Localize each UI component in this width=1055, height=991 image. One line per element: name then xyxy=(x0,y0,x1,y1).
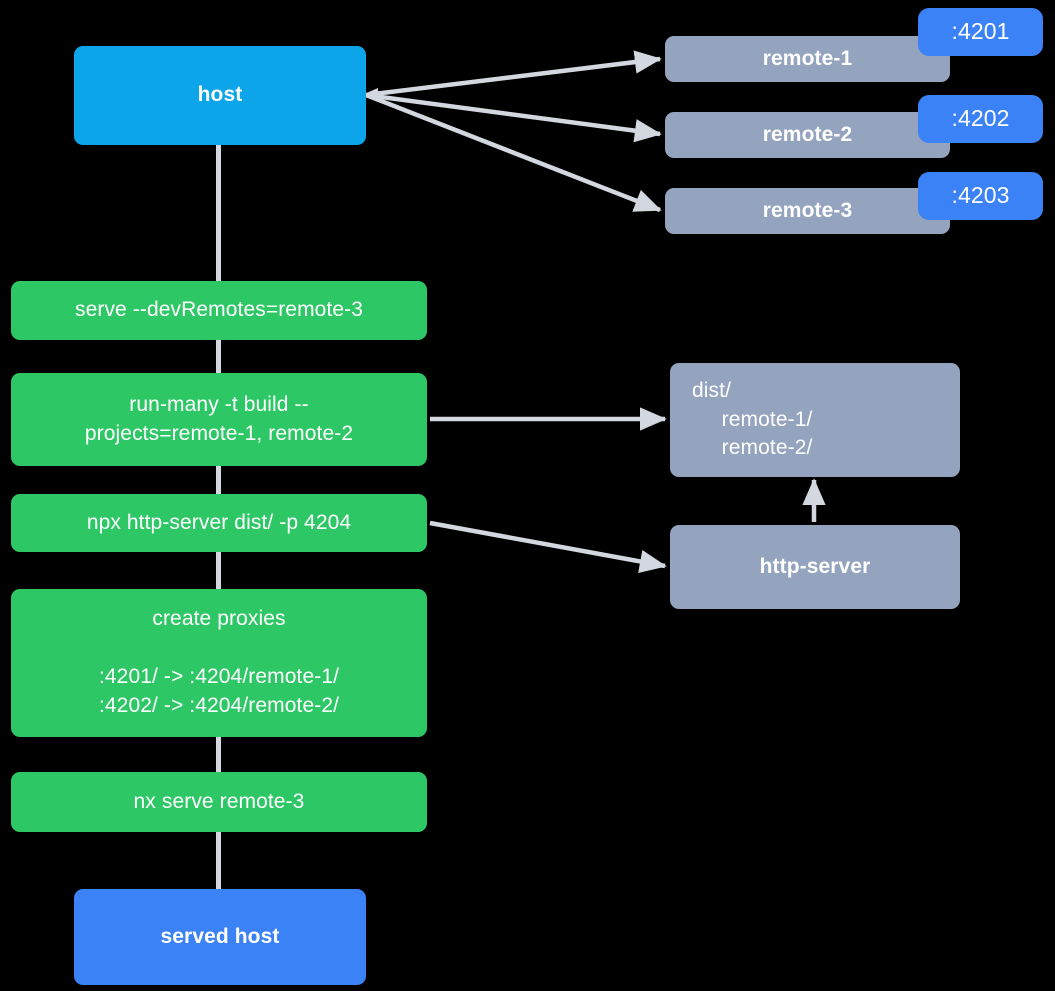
node-command-run-many-build-label: run-many -t build -- projects=remote-1, … xyxy=(84,392,354,445)
node-remote-2-label: remote-2 xyxy=(762,122,853,146)
edge-host-to-remote-2 xyxy=(365,92,662,143)
node-remote-3-label: remote-3 xyxy=(762,198,853,222)
badge-port-remote-2[interactable]: :4202 xyxy=(918,95,1043,143)
badge-port-remote-1[interactable]: :4201 xyxy=(918,8,1043,56)
node-served-host-label: served host xyxy=(160,924,280,948)
node-command-nx-serve-remote-3[interactable]: nx serve remote-3 xyxy=(11,772,427,832)
node-command-serve-dev-remotes[interactable]: serve --devRemotes=remote-3 xyxy=(11,281,427,340)
badge-port-remote-1-label: :4201 xyxy=(951,18,1010,45)
node-dist-folder[interactable]: dist/ remote-1/ remote-2/ xyxy=(670,363,960,477)
node-remote-2[interactable]: remote-2 xyxy=(665,112,950,158)
node-host-label: host xyxy=(197,83,243,107)
node-command-nx-serve-remote-3-label: nx serve remote-3 xyxy=(133,789,305,813)
node-http-server[interactable]: http-server xyxy=(670,525,960,609)
node-host[interactable]: host xyxy=(74,46,366,145)
node-command-create-proxies[interactable]: create proxies :4201/ -> :4204/remote-1/… xyxy=(11,589,427,737)
node-remote-1[interactable]: remote-1 xyxy=(665,36,950,82)
edge-host-to-remote-1 xyxy=(365,50,662,98)
node-command-run-many-build[interactable]: run-many -t build -- projects=remote-1, … xyxy=(11,373,427,466)
edge-host-to-remote-3 xyxy=(365,92,662,213)
node-command-serve-dev-remotes-label: serve --devRemotes=remote-3 xyxy=(74,298,364,322)
badge-port-remote-3[interactable]: :4203 xyxy=(918,172,1043,220)
node-dist-folder-label: dist/ remote-1/ remote-2/ xyxy=(692,378,813,460)
node-command-create-proxies-label: create proxies :4201/ -> :4204/remote-1/… xyxy=(98,607,340,717)
badge-port-remote-3-label: :4203 xyxy=(951,182,1010,209)
badge-port-remote-2-label: :4202 xyxy=(951,105,1010,132)
node-http-server-label: http-server xyxy=(759,554,871,578)
edge-npx-to-http-server xyxy=(429,520,667,573)
node-command-npx-http-server-label: npx http-server dist/ -p 4204 xyxy=(86,510,352,534)
node-remote-3[interactable]: remote-3 xyxy=(665,188,950,234)
node-remote-1-label: remote-1 xyxy=(762,46,853,70)
node-command-npx-http-server[interactable]: npx http-server dist/ -p 4204 xyxy=(11,494,427,552)
node-served-host[interactable]: served host xyxy=(74,889,366,985)
